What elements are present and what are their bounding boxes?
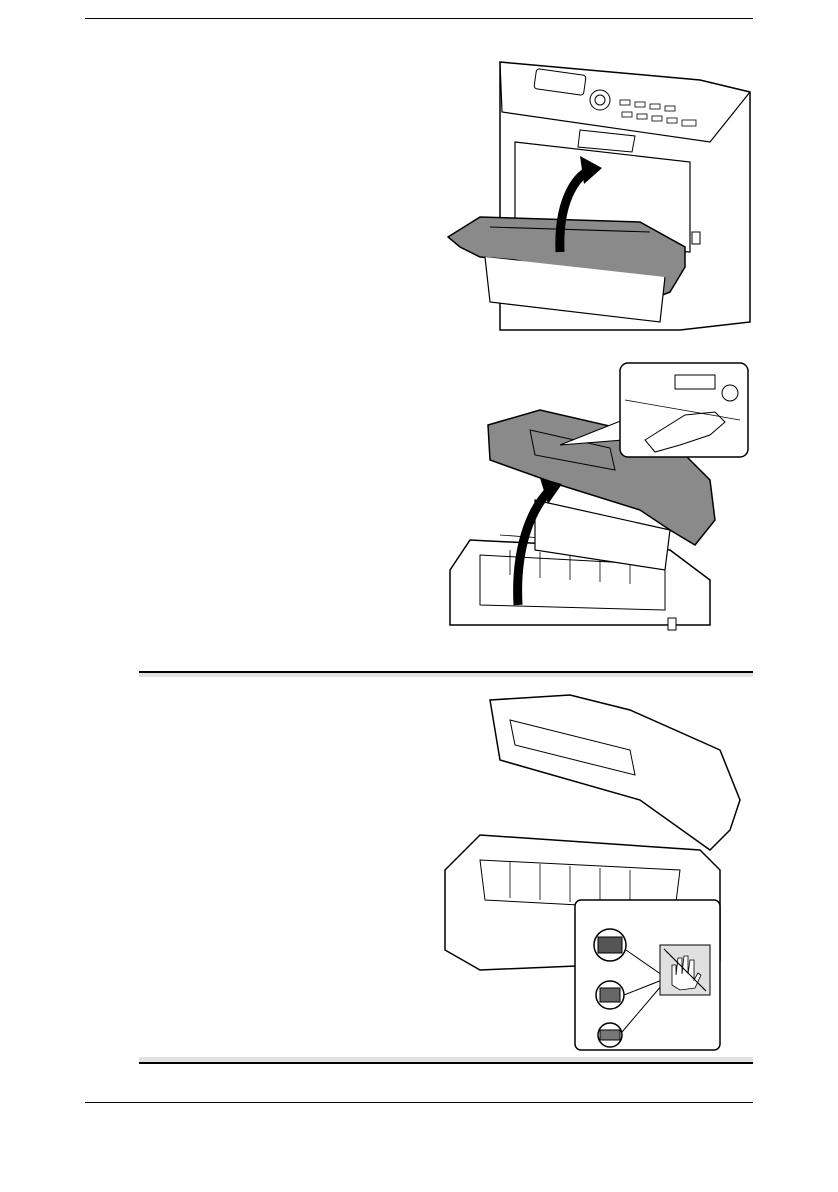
do-not-touch-icon (660, 945, 710, 995)
header-rule (85, 18, 753, 19)
scanner-raise-illustration (440, 360, 752, 640)
front-cover-illustration (440, 52, 752, 332)
footer-rule (85, 1102, 753, 1103)
printer-interior-illustration (440, 690, 752, 1052)
section-bottom-bar (139, 1057, 753, 1064)
section-top-bar (139, 671, 753, 677)
